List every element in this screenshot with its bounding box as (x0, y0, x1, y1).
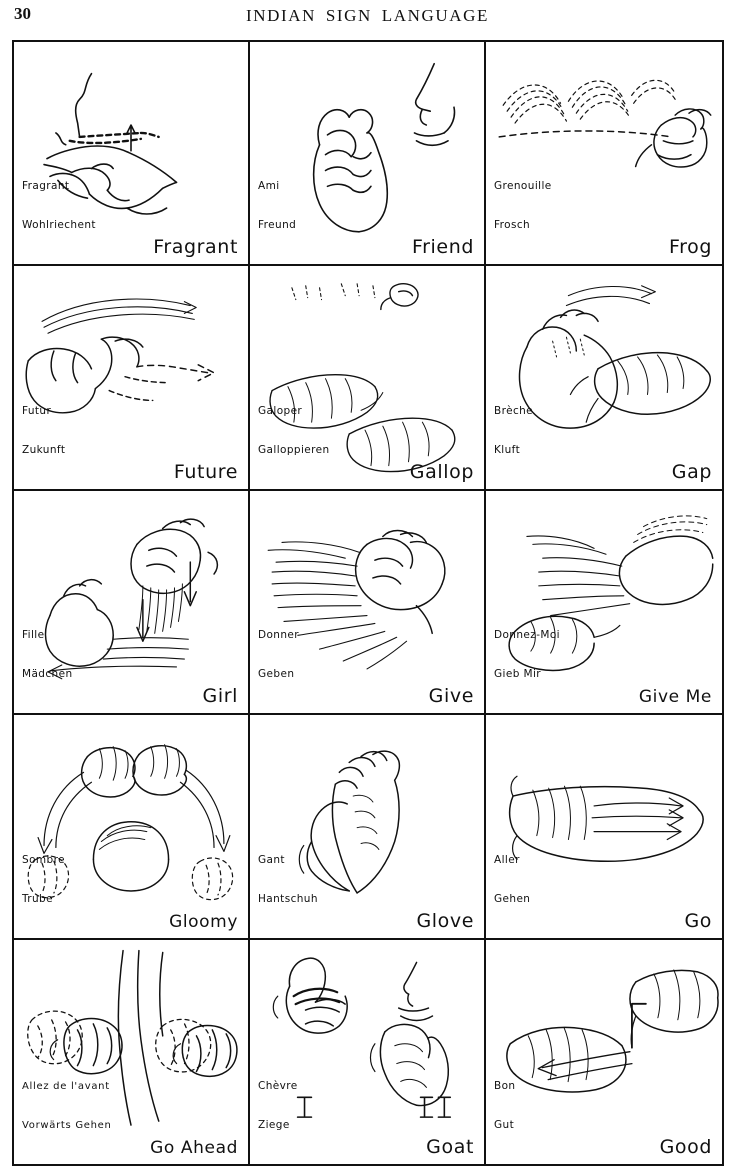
sign-cell-goat: Chèvre Ziege Goat (250, 939, 486, 1164)
illustration-frog (486, 42, 722, 264)
sign-cell-frog: Grenouille Frosch Frog (486, 42, 722, 267)
illustration-glove (250, 715, 484, 937)
illustration-gap (486, 266, 722, 488)
illustration-go-ahead (14, 940, 248, 1164)
illustration-good (486, 940, 722, 1164)
sign-cell-glove: Gant Hantschuh Glove (250, 715, 486, 940)
sign-cell-good: Bon Gut Good (486, 940, 722, 1164)
sign-cell-give-me: Donnez-Moi Gieb Mir Give Me (486, 491, 722, 716)
sign-cell-go-ahead: Allez de l'avant Vorwärts Gehen Go Ahead (14, 939, 250, 1164)
sign-cell-gap: Brèche Kluft Gap (486, 266, 722, 491)
illustration-give (250, 491, 484, 713)
illustration-friend (250, 42, 484, 264)
page-number: 30 (14, 4, 31, 23)
sign-cell-girl: Fille Mädchen Girl (14, 490, 250, 716)
sign-cell-gloomy: Sombre Trube Gloomy (14, 715, 250, 940)
sign-cell-friend: Ami Freund Friend (250, 42, 486, 267)
illustration-future (14, 266, 248, 488)
illustration-gallop (250, 266, 484, 488)
page-header: 30 INDIAN SIGN LANGUAGE (0, 0, 735, 38)
sign-cell-fragrant: Fragrant Wohlriechent Fragrant (14, 42, 250, 267)
illustration-go (486, 715, 722, 937)
illustration-girl (14, 491, 248, 713)
sign-cell-gallop: Galoper Galloppieren Gallop (250, 266, 486, 491)
illustration-fragrant (14, 42, 248, 264)
illustration-give-me (486, 491, 722, 713)
sign-cell-future: Futur Zukunft Future (14, 266, 250, 491)
sign-cell-give: Donner Geben Give (250, 490, 486, 716)
illustration-goat (250, 940, 484, 1164)
sign-cell-go: Aller Gehen Go (486, 715, 722, 940)
sign-illustration-grid: Fragrant Wohlriechent Fragrant (12, 40, 724, 1166)
illustration-gloomy (14, 715, 248, 937)
page-title: INDIAN SIGN LANGUAGE (245, 6, 490, 25)
